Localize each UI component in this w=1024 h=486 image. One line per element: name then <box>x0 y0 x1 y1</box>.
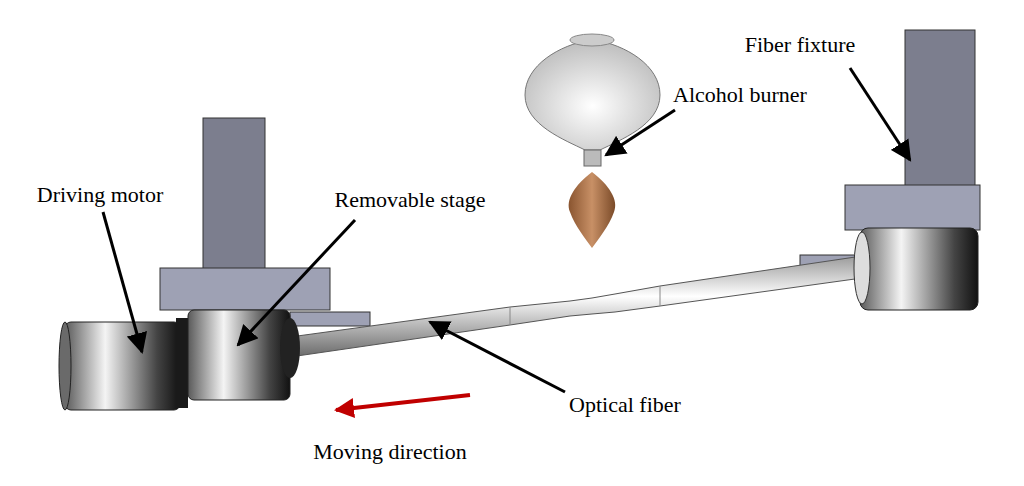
driving-motor <box>59 318 188 410</box>
moving-direction-arrow <box>336 395 470 410</box>
left-fixture <box>160 118 370 326</box>
alcohol-burner <box>525 34 660 248</box>
leader-lines <box>103 68 910 392</box>
part-label: Alcohol burner <box>673 83 807 107</box>
part-label: Fiber fixture <box>745 33 856 57</box>
right-clamp <box>854 228 978 310</box>
removable-stage <box>188 310 300 400</box>
optical-fiber <box>290 256 862 357</box>
part-label: Optical fiber <box>569 393 681 417</box>
part-label: Moving direction <box>313 440 466 464</box>
part-label: Removable stage <box>335 188 486 212</box>
part-label: Driving motor <box>37 183 164 207</box>
